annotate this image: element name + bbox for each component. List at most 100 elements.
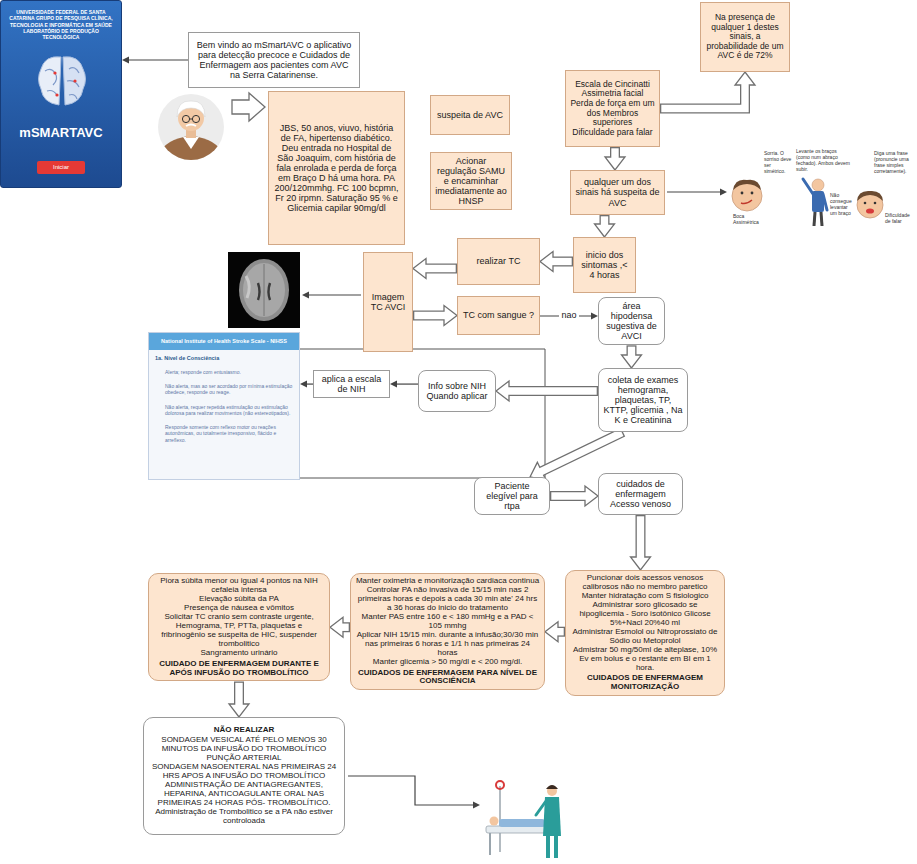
intro-box: Bem vindo ao mSmartAVC o aplicativo para… [188,32,360,88]
eye-icon [874,202,877,205]
icon-caption: Levante os braços (como num abraço fecha… [796,148,852,172]
arrow-shaft-fill [601,216,608,226]
nurse-leg [546,836,550,858]
warning-box: NÃO REALIZARSONDAGEM VESICAL ATÉ PELO ME… [143,717,345,835]
arrow-shaft-fill [551,258,572,265]
note-box: Na presença de qualquer 1 destes sinais,… [700,2,790,72]
flow-arrow [545,622,565,642]
box-text: cuidados de enfermagem Acesso venoso [603,479,678,509]
box-text: Controlar PA não invasiva de 15/15 min n… [355,586,540,613]
arrow-shaft-fill [539,433,621,473]
box-text: Administrar Esmolol ou Nitroprossiato de… [570,628,720,646]
info-box: Info sobre NIH Quando aplicar [418,370,496,412]
box-text: cefaleia intensa [153,586,325,595]
box-text: mSMARTAVC [7,126,115,141]
brain-lobe [39,57,62,105]
decision-box: inicio dos sintomas ,< 4 horas [573,237,636,293]
cincinnati-icons [732,179,883,226]
arrow-shaft-fill [235,683,242,707]
arrow-shaft-fill [424,265,456,272]
box-text: Administração de Trombolitico se a PA nã… [148,808,340,826]
box-text: Puncionar dois acessos venosos calibroso… [570,574,720,592]
mustache [186,125,196,127]
box-text: Responde somente com reflexo motor ou re… [165,424,293,443]
box-text: Administrar soro glicosado se hipoglicem… [570,601,720,628]
box-text: Info sobre NIH Quando aplicar [423,381,491,401]
arrow-shaft [128,59,188,60]
decision-box: Paciente elegível para rtpa [474,477,550,515]
arrow-head [390,381,397,388]
hair [177,101,205,117]
nurse-head [547,786,557,796]
flow-arrow [122,57,188,64]
eye-icon [741,192,744,195]
box-text: Assimetria facial [570,89,655,99]
label-holder: Levante os braços (como num abraço fecha… [796,148,852,172]
flow-arrow [413,306,457,326]
glasses-lens [192,115,199,122]
box-text: Elevação súbita da PA [153,595,325,604]
flow-arrow [390,381,418,388]
leader-arrowhead [473,802,480,809]
nurse-illustration [486,781,561,858]
box-text: aplica a escala de NIH [318,374,385,394]
arm-icon [803,179,813,194]
process-box: Acionar regulação SAMU e encaminhar imed… [430,152,512,210]
box-text: Perda de força em um dos Membros superio… [570,99,655,128]
box-text: UNIVERSIDADE FEDERAL DE SANTA CATARINA G… [7,9,115,40]
box-text: Na presença de qualquer 1 destes sinais,… [705,13,785,61]
arrow-shaft-fill [507,387,597,394]
box-text: NÃO REALIZAR [148,726,340,735]
result-box: área hipodensa sugestiva de AVCI [598,297,665,345]
box-text: Acionar regulação SAMU e encaminhar imed… [435,156,507,206]
icon-caption: Dificuldade de falar [885,212,911,224]
box-text: PUNÇÃO ARTERIAL [148,754,340,763]
edge-label-patch: nao [559,311,578,321]
hair-icon [857,191,883,201]
app-screen: UNIVERSIDADE FEDERAL DE SANTA CATARINA G… [0,0,122,188]
process-box: realizar TC [457,238,540,285]
arrow-shaft-fill [414,312,446,319]
care-box: Puncionar dois acessos venosos calibroso… [565,570,725,696]
flow-arrow [595,215,615,237]
flow-arrow [631,515,651,570]
box-text: qualquer um dos sinais há suspeita de AV… [575,177,660,207]
arrow-shaft-fill [341,624,349,631]
box-text: Dificuldade para falar [570,128,655,138]
nurse-hair [546,785,558,789]
arrow-shaft [306,383,313,384]
box-text: Solicitar TC cranio sem contraste urgent… [153,613,325,649]
box-text: suspeita de AVC [435,110,505,120]
patient-avatar [156,94,226,166]
process-box: Imagem TC AVCI [363,252,413,352]
box-text: área hipodensa sugestiva de AVCI [603,301,660,341]
box-text: Piora súbita menor ou igual 4 pontos na … [153,577,325,586]
label-holder: Diga uma frase (pronuncie uma frase simp… [874,150,910,174]
leader-arrowhead [720,189,727,196]
hypodense-area [246,276,249,298]
box-text: Alerta; responde com entusiasmo. [165,369,293,375]
box-text: CUIDADOS DE ENFERMAGEM PARA NÍVEL DE CON… [355,669,540,687]
box-text: inicio dos sintomas ,< 4 horas [578,250,631,280]
brain-node [55,93,58,96]
avatar-body [156,136,226,166]
icon-caption: Sorria. O sorriso deve ser simétrico. [764,150,792,174]
icon-caption: Diga uma frase (pronuncie uma frase simp… [874,150,910,174]
box-text: Manter hidratação com S fisiologico [570,592,720,601]
arrow-head [591,313,598,320]
arm-icon [823,194,827,210]
box-text: Escala de Cincinatti [570,80,655,90]
scale-screen: National Institute of Health Stroke Scal… [148,332,300,480]
flow-arrow [300,381,313,388]
box-text: Admistrar 50 mg/50ml de alteplase, 10% E… [570,646,720,673]
brain-folds [45,68,79,99]
head-icon [812,179,824,191]
process-box: suspeita de AVC [430,95,510,135]
box-text: coleta de exames hemograma, plaquetas, T… [603,375,683,425]
mouth-icon [741,200,752,204]
box-text: CUIDADOS DE ENFERMAGEM MONITORIZAÇÃO [570,674,720,692]
brain-logo [35,51,89,113]
icon-caption: Não consegue levantar um braço [830,192,854,216]
